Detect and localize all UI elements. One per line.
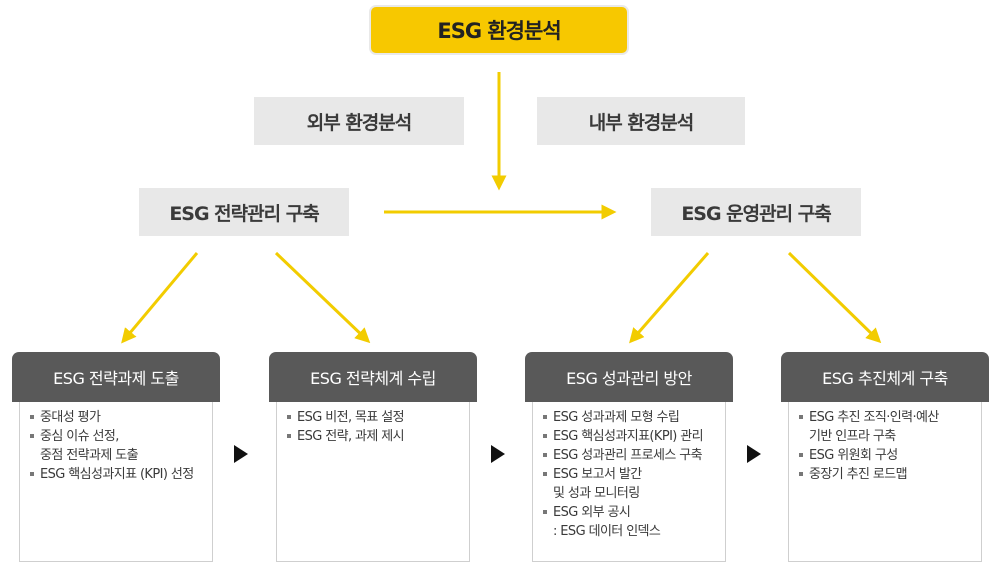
column-promotion-system: ESG 추진체계 구축 ESG 추진 조직·인력·예산 기반 인프라 구축 ES…	[781, 352, 989, 562]
column-body: 중대성 평가 중심 이슈 선정, 중점 전략과제 도출 ESG 핵심성과지표 (…	[19, 402, 213, 562]
arrow-to-col4	[787, 251, 882, 344]
arrow-to-col2	[274, 251, 371, 344]
play-arrow-icon	[491, 445, 505, 463]
external-analysis-box: 외부 환경분석	[254, 97, 464, 145]
list-item: 중심 이슈 선정, 중점 전략과제 도출	[30, 427, 204, 465]
column-strategy-system: ESG 전략체계 수립 ESG 비전, 목표 설정 ESG 전략, 과제 제시	[269, 352, 477, 562]
play-arrow-icon	[234, 445, 248, 463]
column-header: ESG 전략체계 수립	[269, 352, 477, 402]
list-item: ESG 핵심성과지표(KPI) 관리	[543, 427, 717, 446]
column-body: ESG 성과과제 모형 수립 ESG 핵심성과지표(KPI) 관리 ESG 성과…	[532, 402, 726, 562]
operation-management-box: ESG 운영관리 구축	[651, 188, 861, 236]
column-performance-management: ESG 성과관리 방안 ESG 성과과제 모형 수립 ESG 핵심성과지표(KP…	[525, 352, 733, 562]
column-strategy-tasks: ESG 전략과제 도출 중대성 평가 중심 이슈 선정, 중점 전략과제 도출 …	[12, 352, 220, 562]
column-header: ESG 전략과제 도출	[12, 352, 220, 402]
esg-environment-analysis-box: ESG 환경분석	[369, 5, 629, 55]
column-body: ESG 비전, 목표 설정 ESG 전략, 과제 제시	[276, 402, 470, 562]
list-item: ESG 전략, 과제 제시	[287, 427, 461, 446]
list-item: ESG 추진 조직·인력·예산 기반 인프라 구축	[799, 408, 973, 446]
column-body: ESG 추진 조직·인력·예산 기반 인프라 구축 ESG 위원회 구성 중장기…	[788, 402, 982, 562]
strategy-management-box: ESG 전략관리 구축	[139, 188, 349, 236]
list-item: ESG 외부 공시 : ESG 데이터 인덱스	[543, 503, 717, 541]
list-item: 중장기 추진 로드맵	[799, 465, 973, 484]
list-item: 중대성 평가	[30, 408, 204, 427]
column-header: ESG 추진체계 구축	[781, 352, 989, 402]
list-item: ESG 성과관리 프로세스 구축	[543, 446, 717, 465]
list-item: ESG 보고서 발간 및 성과 모니터링	[543, 465, 717, 503]
arrow-to-col1	[121, 252, 199, 344]
list-item: ESG 핵심성과지표 (KPI) 선정	[30, 465, 204, 484]
play-arrow-icon	[747, 445, 761, 463]
column-header: ESG 성과관리 방안	[525, 352, 733, 402]
internal-analysis-box: 내부 환경분석	[537, 97, 745, 145]
list-item: ESG 비전, 목표 설정	[287, 408, 461, 427]
list-item: ESG 성과과제 모형 수립	[543, 408, 717, 427]
arrow-to-col3	[629, 252, 710, 344]
list-item: ESG 위원회 구성	[799, 446, 973, 465]
